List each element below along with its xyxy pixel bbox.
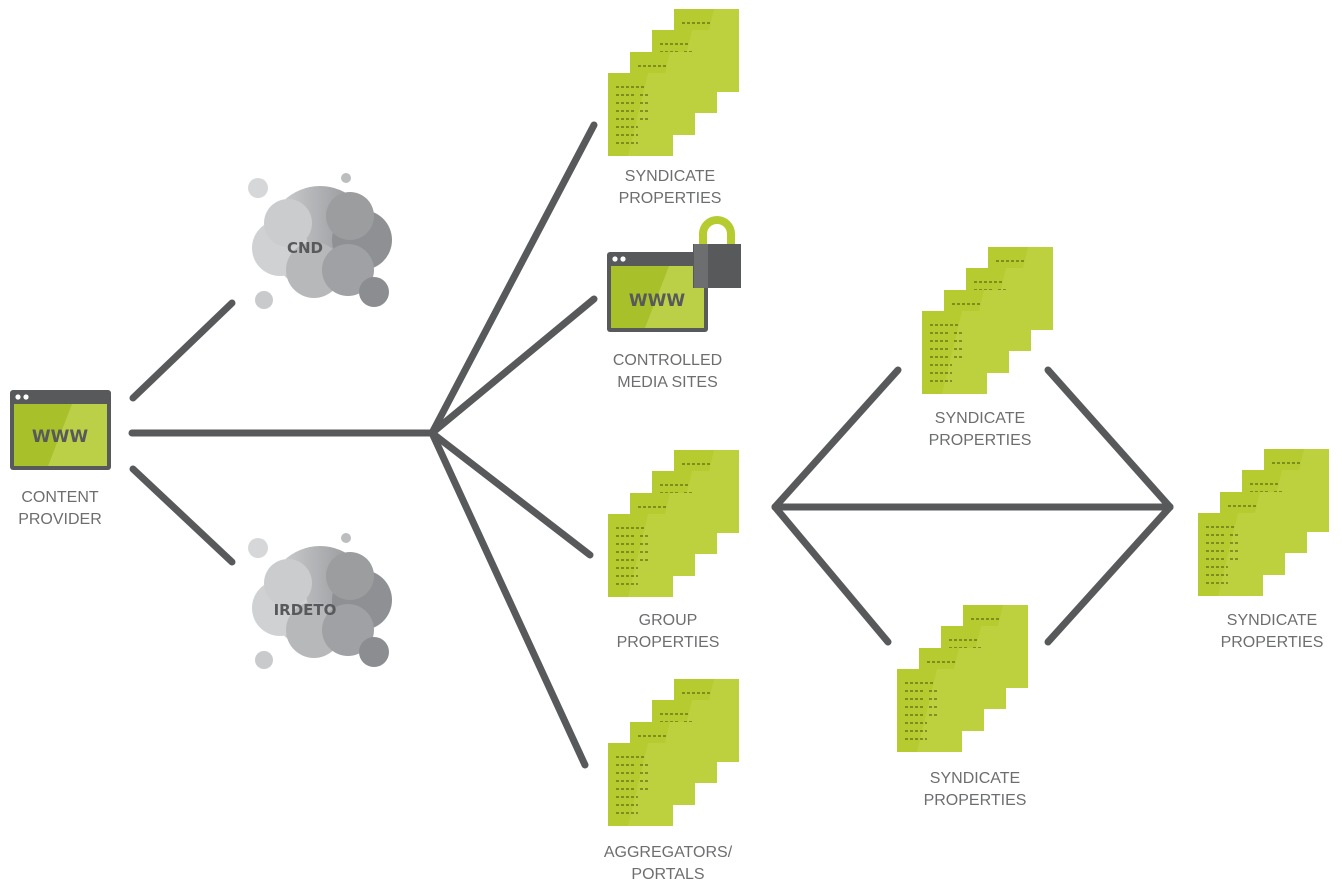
- controlled-media-caption: CONTROLLED MEDIA SITES: [612, 352, 723, 391]
- link-mid-bottom-right: [1044, 503, 1174, 646]
- syndicate-mid-top-caption: SYNDICATE PROPERTIES: [928, 410, 1032, 449]
- link-hub-group: [428, 429, 594, 559]
- connector-lines: [128, 121, 1174, 769]
- irdeto-cloud-icon: IRDETO: [248, 533, 392, 669]
- cnd-cloud-label: CND: [287, 239, 323, 257]
- syndicate-top-document-stack-icon: [608, 9, 739, 156]
- aggregators-caption: AGGREGATORS/ PORTALS: [603, 844, 733, 883]
- link-mid-top-right: [1044, 366, 1174, 511]
- content-provider-www: WWW: [32, 427, 89, 447]
- lock-icon: [693, 216, 741, 288]
- aggregators-document-stack-icon: [608, 679, 739, 826]
- syndicate-right-caption: SYNDICATE PROPERTIES: [1220, 612, 1324, 651]
- link-hub-aggregators: [428, 429, 589, 769]
- link-hub-syndicate-top: [428, 121, 598, 437]
- syndicate-top-caption: SYNDICATE PROPERTIES: [618, 168, 722, 207]
- syndicate-mid-top-document-stack-icon: [922, 247, 1053, 394]
- link-hub-controlled-media: [428, 295, 598, 437]
- content-provider-caption: CONTENT PROVIDER: [18, 489, 102, 528]
- group-properties-document-stack-icon: [608, 450, 739, 597]
- content-provider-browser-icon: WWW: [10, 390, 111, 470]
- controlled-media-www: WWW: [629, 291, 686, 311]
- syndicate-right-document-stack-icon: [1198, 449, 1329, 596]
- syndicate-mid-bottom-caption: SYNDICATE PROPERTIES: [923, 770, 1027, 809]
- syndicate-mid-bottom-document-stack-icon: [897, 605, 1028, 752]
- controlled-media-browser-icon: WWW: [607, 252, 708, 332]
- link-group-mid-top: [771, 366, 902, 511]
- irdeto-cloud-label: IRDETO: [274, 601, 337, 619]
- link-provider-irdeto: [129, 465, 236, 566]
- link-provider-cnd: [129, 299, 236, 402]
- link-group-mid-bottom: [771, 503, 892, 646]
- cnd-cloud-icon: CND: [248, 173, 392, 309]
- group-properties-caption: GROUP PROPERTIES: [616, 612, 720, 651]
